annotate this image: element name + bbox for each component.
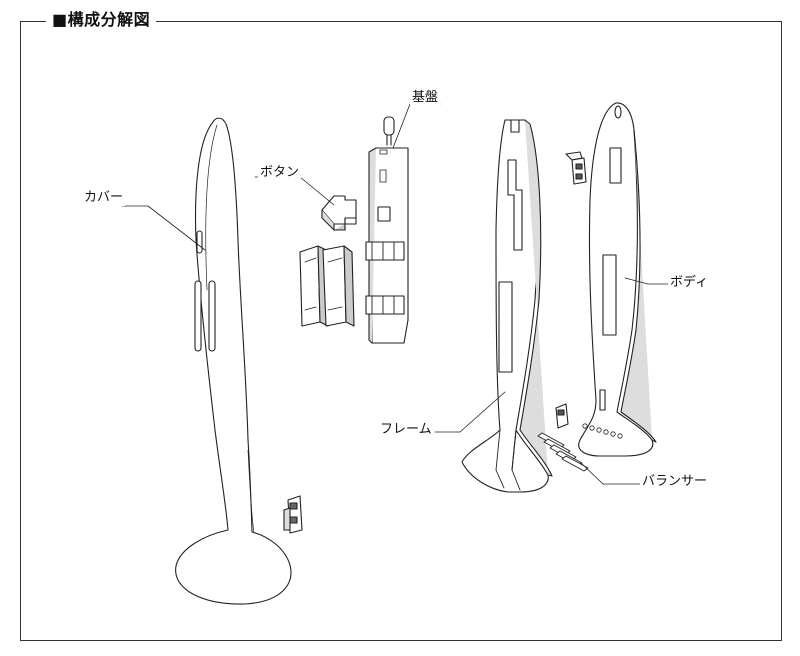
diagram-frame [20, 21, 782, 641]
body-part [578, 102, 657, 457]
holder-part [299, 245, 355, 327]
cover-part [175, 117, 292, 605]
clip-part [283, 495, 303, 534]
button-part [321, 195, 357, 231]
label-frame: フレーム [378, 422, 434, 438]
label-cover: カバー [82, 190, 126, 206]
label-button: ボタン [258, 165, 302, 181]
bracket-part [565, 151, 587, 185]
board-part [365, 116, 409, 344]
leader-lines [121, 103, 671, 485]
label-balancer: バランサー [640, 474, 710, 490]
balancer-part [537, 403, 589, 472]
label-body: ボディ [668, 275, 711, 291]
diagram-title: ■構成分解図 [46, 10, 157, 30]
frame-part [461, 119, 553, 493]
label-board: 基盤 [410, 90, 441, 106]
